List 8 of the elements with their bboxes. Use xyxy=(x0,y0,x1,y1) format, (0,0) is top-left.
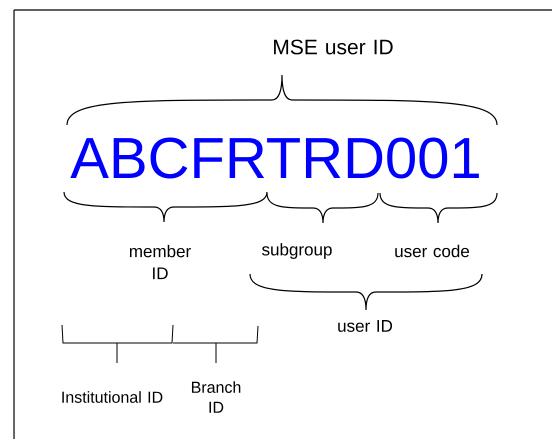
label: user ID xyxy=(338,320,392,332)
heading: MSE user ID xyxy=(274,40,393,54)
label: Branch ID xyxy=(192,381,240,413)
code-text: ABCFRTRD001 xyxy=(70,137,479,179)
label: member ID xyxy=(130,244,191,280)
label: user code xyxy=(395,244,470,258)
label: subgroup xyxy=(262,243,332,259)
label: Institutional ID xyxy=(62,391,162,403)
